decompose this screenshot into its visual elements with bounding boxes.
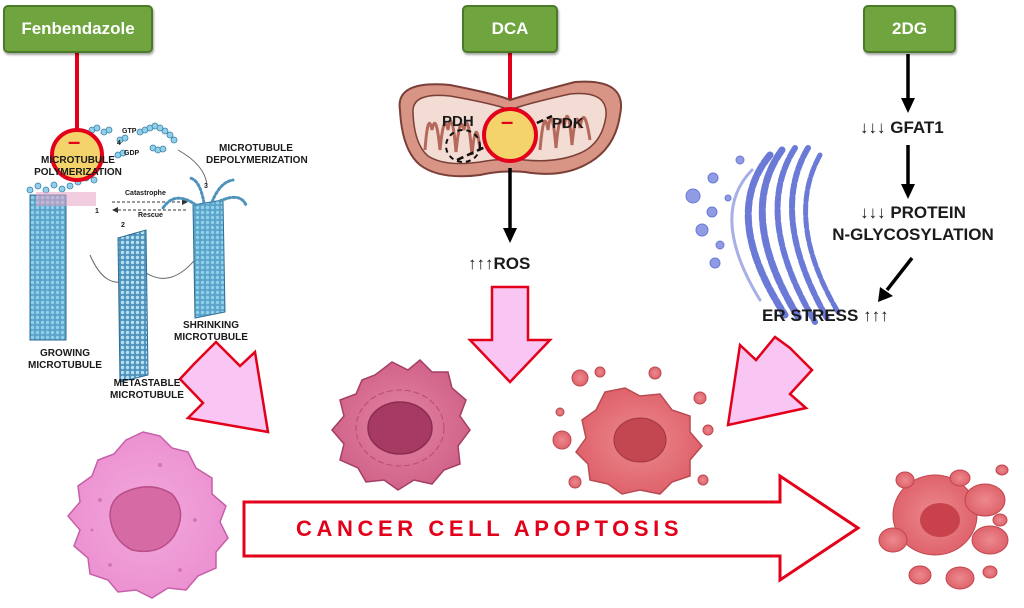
er-stress-label: ER STRESS ↑↑↑ [762, 306, 889, 325]
tubulin-dimers [88, 122, 178, 159]
step-1-label: 1 [95, 208, 99, 215]
step-3-label: 3 [204, 183, 208, 190]
shrinking-microtubule [161, 176, 248, 319]
fenbendazole-inhibition-circle [50, 128, 104, 182]
dca-inhibit-symbol: – [501, 109, 514, 134]
pink-arrow-left [178, 340, 270, 434]
2dg-box: 2DG [863, 5, 956, 53]
healthy-cancer-cell [67, 431, 229, 599]
fenbendazole-label: Fenbendazole [21, 19, 135, 38]
2dg-label: 2DG [892, 19, 927, 38]
shrinking-microtubule-label: SHRINKING MICROTUBULE [174, 320, 248, 343]
microtubule-polymerization-label: MICROTUBULE POLYMERIZATION [34, 155, 122, 178]
protein-line-2: N-GLYCOSYLATION [832, 225, 994, 244]
protein-line-1: ↓↓↓ PROTEIN [860, 203, 966, 222]
er-stack [730, 145, 841, 325]
growing-microtubule-label: GROWING MICROTUBULE [28, 348, 102, 371]
protein-glycosylation-label: ↓↓↓ PROTEIN N-GLYCOSYLATION [818, 202, 1008, 246]
apoptosis-label: CANCER CELL APOPTOSIS [296, 516, 684, 541]
apoptosis-arrow [242, 473, 861, 583]
step-2-label: 2 [121, 222, 125, 229]
gfat1-label: ↓↓↓ GFAT1 [860, 118, 944, 137]
growing-microtubule [26, 174, 98, 341]
fenbendazole-box: Fenbendazole [3, 5, 153, 53]
pink-arrows [178, 285, 814, 434]
pink-arrow-right [726, 335, 814, 427]
rescue-label: Rescue [138, 212, 163, 219]
ros-affected-cell [331, 358, 471, 491]
gtp-label: GTP [122, 128, 137, 135]
dca-box: DCA [462, 5, 558, 53]
ros-label: ↑↑↑ROS [468, 254, 531, 273]
er-vesicles [685, 155, 745, 269]
catastrophe-label: Catastrophe [125, 190, 166, 197]
pink-arrow-middle [467, 285, 553, 384]
dca-inhibition-circle [482, 107, 538, 163]
step-4-label: 4 [117, 140, 121, 147]
dca-label: DCA [491, 19, 529, 38]
fenbendazole-inhibit-symbol: – [68, 129, 81, 154]
metastable-microtubule [117, 229, 149, 383]
microtubule-depolymerization-label: MICROTUBULE DEPOLYMERIZATION [206, 143, 308, 166]
pdh-label: PDH [442, 113, 474, 130]
apoptotic-cell [878, 464, 1009, 590]
pdk-label: PDK [552, 115, 584, 132]
er-stress-cell [552, 366, 714, 495]
microtubule-illustration [26, 122, 248, 383]
gdp-label: GDP [124, 150, 140, 157]
metastable-microtubule-label: METASTABLE MICROTUBULE [110, 378, 184, 401]
